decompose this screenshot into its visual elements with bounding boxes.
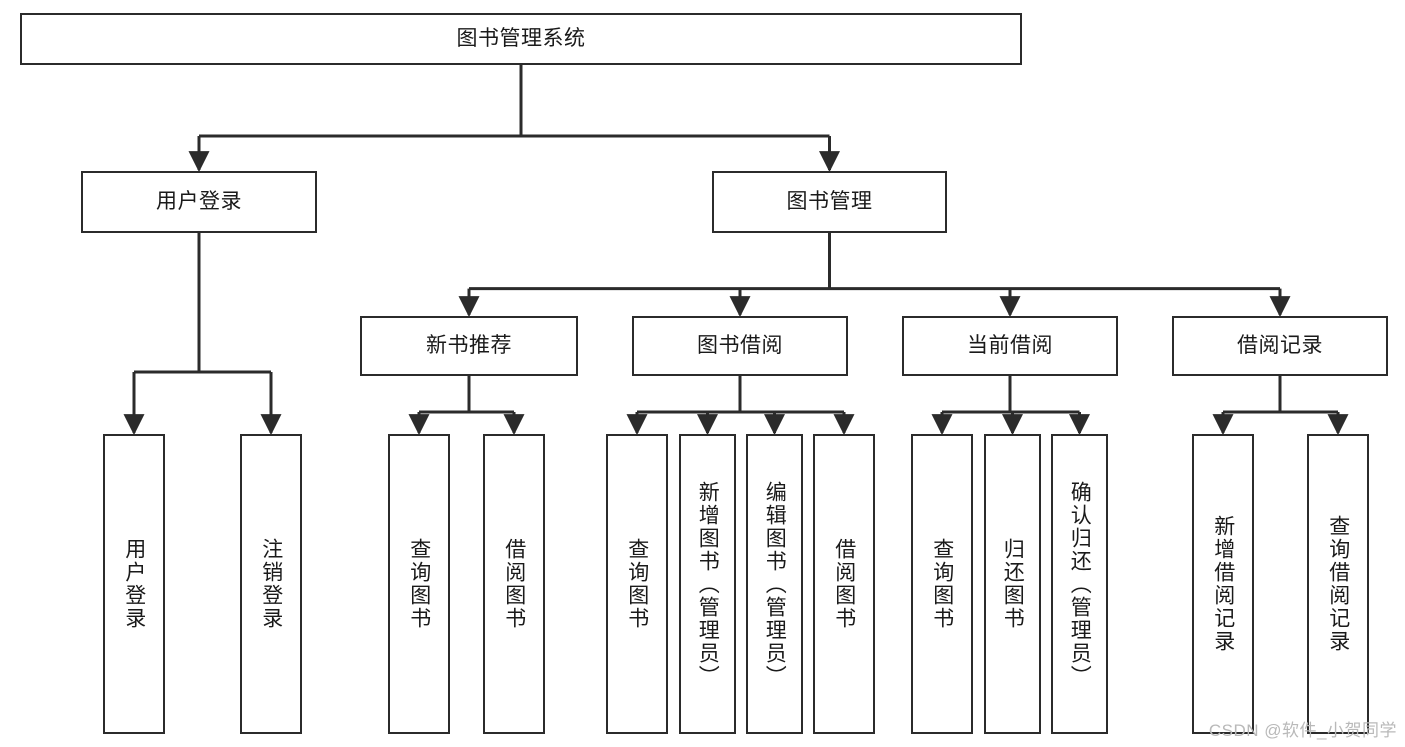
node-book-borrow[interactable]: 图书借阅 bbox=[632, 316, 848, 376]
node-label: 查询借阅记录 bbox=[1326, 515, 1350, 653]
node-label: 图书管理系统 bbox=[456, 27, 586, 51]
node-leaf-query-book-1[interactable]: 查询图书 bbox=[388, 434, 450, 734]
node-label: 注销登录 bbox=[259, 538, 283, 630]
node-label: 归还图书 bbox=[1001, 538, 1025, 630]
node-label: 确认归还（管理员） bbox=[1068, 480, 1092, 688]
node-leaf-query-borrow-record[interactable]: 查询借阅记录 bbox=[1307, 434, 1369, 734]
node-leaf-confirm-return[interactable]: 确认归还（管理员） bbox=[1051, 434, 1108, 734]
node-label: 借阅记录 bbox=[1237, 334, 1323, 358]
node-leaf-query-book-2[interactable]: 查询图书 bbox=[606, 434, 668, 734]
node-leaf-user-logout[interactable]: 注销登录 bbox=[240, 434, 302, 734]
node-label: 查询图书 bbox=[625, 538, 649, 630]
node-user-login[interactable]: 用户登录 bbox=[81, 171, 317, 233]
node-label: 图书借阅 bbox=[697, 334, 783, 358]
node-label: 编辑图书（管理员） bbox=[763, 480, 787, 688]
node-label: 借阅图书 bbox=[502, 538, 526, 630]
node-leaf-return-book[interactable]: 归还图书 bbox=[984, 434, 1041, 734]
node-leaf-borrow-book-2[interactable]: 借阅图书 bbox=[813, 434, 875, 734]
node-current-borrow[interactable]: 当前借阅 bbox=[902, 316, 1118, 376]
node-borrow-record[interactable]: 借阅记录 bbox=[1172, 316, 1388, 376]
node-leaf-borrow-book-1[interactable]: 借阅图书 bbox=[483, 434, 545, 734]
node-label: 查询图书 bbox=[407, 538, 431, 630]
node-label: 新增借阅记录 bbox=[1211, 515, 1235, 653]
node-label: 新书推荐 bbox=[426, 334, 512, 358]
node-leaf-add-borrow-record[interactable]: 新增借阅记录 bbox=[1192, 434, 1254, 734]
node-leaf-query-book-3[interactable]: 查询图书 bbox=[911, 434, 973, 734]
node-label: 用户登录 bbox=[122, 538, 146, 630]
node-book-manage[interactable]: 图书管理 bbox=[712, 171, 947, 233]
node-label: 查询图书 bbox=[930, 538, 954, 630]
watermark: CSDN @软件_小贺同学 bbox=[1208, 721, 1397, 740]
node-label: 图书管理 bbox=[786, 190, 873, 214]
node-leaf-add-book[interactable]: 新增图书（管理员） bbox=[679, 434, 736, 734]
node-leaf-user-login[interactable]: 用户登录 bbox=[103, 434, 165, 734]
node-label: 借阅图书 bbox=[832, 538, 856, 630]
node-label: 用户登录 bbox=[156, 190, 242, 214]
node-label: 当前借阅 bbox=[967, 334, 1053, 358]
node-leaf-edit-book[interactable]: 编辑图书（管理员） bbox=[746, 434, 803, 734]
node-root[interactable]: 图书管理系统 bbox=[20, 13, 1022, 65]
node-new-book-recommend[interactable]: 新书推荐 bbox=[360, 316, 578, 376]
node-label: 新增图书（管理员） bbox=[696, 480, 720, 688]
